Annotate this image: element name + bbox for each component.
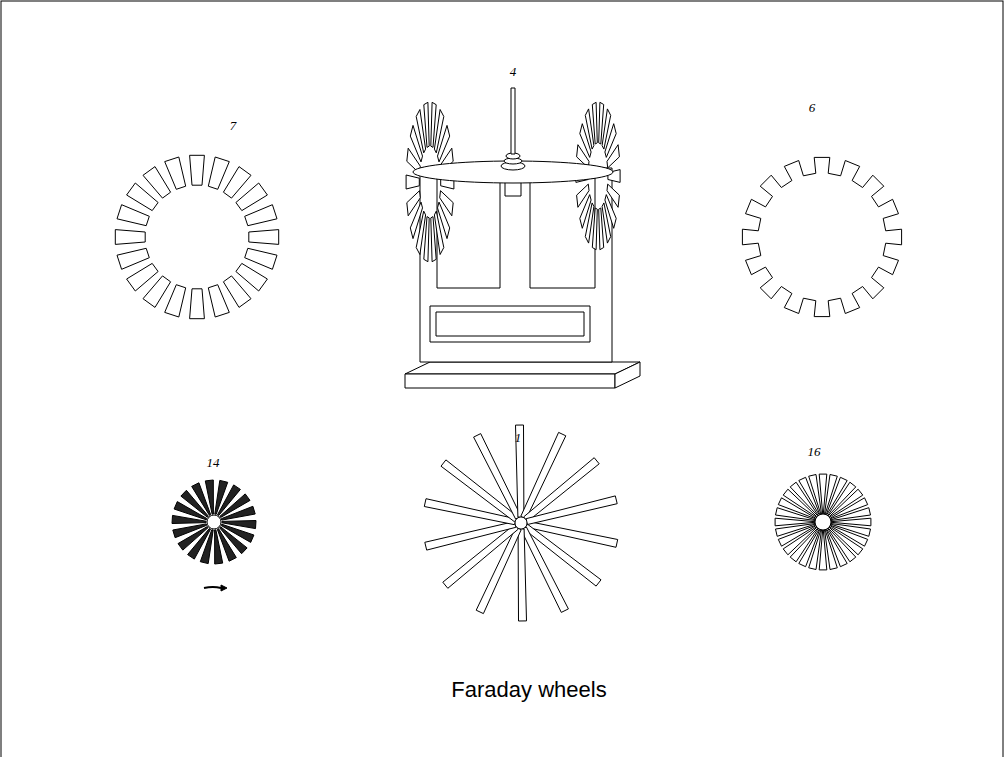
wheel-blade — [607, 145, 619, 168]
hub — [815, 514, 831, 530]
callout-number: 6 — [809, 100, 816, 116]
wheel-blade — [831, 508, 871, 521]
wheel-blade — [577, 184, 589, 207]
wheel-blade — [190, 155, 205, 185]
apparatus-4 — [405, 88, 640, 388]
frame-slot — [530, 178, 595, 288]
wheel-blade — [424, 102, 429, 147]
wheel-blade — [245, 248, 277, 269]
wheel-blade — [223, 276, 251, 308]
stand-frame — [420, 168, 612, 362]
wheel-blade — [407, 191, 421, 216]
wheel-blade — [221, 506, 255, 520]
frame-window — [430, 306, 590, 342]
wheel-blade — [406, 175, 419, 189]
spoke — [526, 496, 617, 525]
arrowhead — [221, 585, 227, 591]
spoke — [521, 527, 568, 612]
wheel-blade — [215, 530, 223, 564]
wheel-blade — [205, 480, 213, 514]
wheel-blade — [592, 102, 597, 144]
callout-number: 16 — [808, 444, 821, 460]
spindle — [511, 88, 515, 154]
hub — [207, 515, 221, 529]
base-front — [405, 374, 615, 388]
callout-number: 4 — [510, 64, 517, 80]
callout-number: 7 — [230, 118, 237, 134]
wheel-blade — [236, 183, 268, 211]
rotation-arrow — [204, 587, 221, 588]
wheel-blade — [115, 230, 145, 245]
wheel-7 — [115, 155, 278, 318]
wheel-blade — [127, 263, 159, 291]
wheel-blade — [165, 285, 186, 317]
base-side — [615, 362, 640, 388]
spoke — [518, 529, 526, 621]
callout-number: 14 — [207, 455, 220, 471]
wheel-blade — [190, 289, 205, 319]
gear-outline — [742, 157, 901, 316]
wheel-blade — [599, 208, 604, 250]
wheel-1 — [424, 425, 617, 621]
wheel-6 — [742, 157, 901, 316]
wheel-16 — [775, 474, 871, 570]
base-top — [405, 362, 640, 374]
wheel-blade — [245, 205, 277, 226]
figure-caption: Faraday wheels — [451, 677, 606, 703]
frame-window-inner — [436, 312, 584, 336]
wheel-blade — [117, 205, 149, 226]
spoke — [474, 434, 521, 519]
wheel-14 — [172, 480, 256, 591]
wheel-blade — [249, 230, 279, 245]
frame-slot — [437, 178, 500, 288]
wheel-blade — [208, 285, 229, 317]
spoke — [516, 425, 524, 517]
wheel-blade — [208, 157, 229, 189]
wheel-blade — [165, 157, 186, 189]
wheel-blade — [143, 167, 171, 199]
wheel-blade — [117, 248, 149, 269]
spoke — [425, 522, 516, 551]
callout-number: 1 — [515, 430, 522, 446]
wheel-blade — [173, 524, 207, 538]
wheel-blade — [431, 217, 436, 262]
